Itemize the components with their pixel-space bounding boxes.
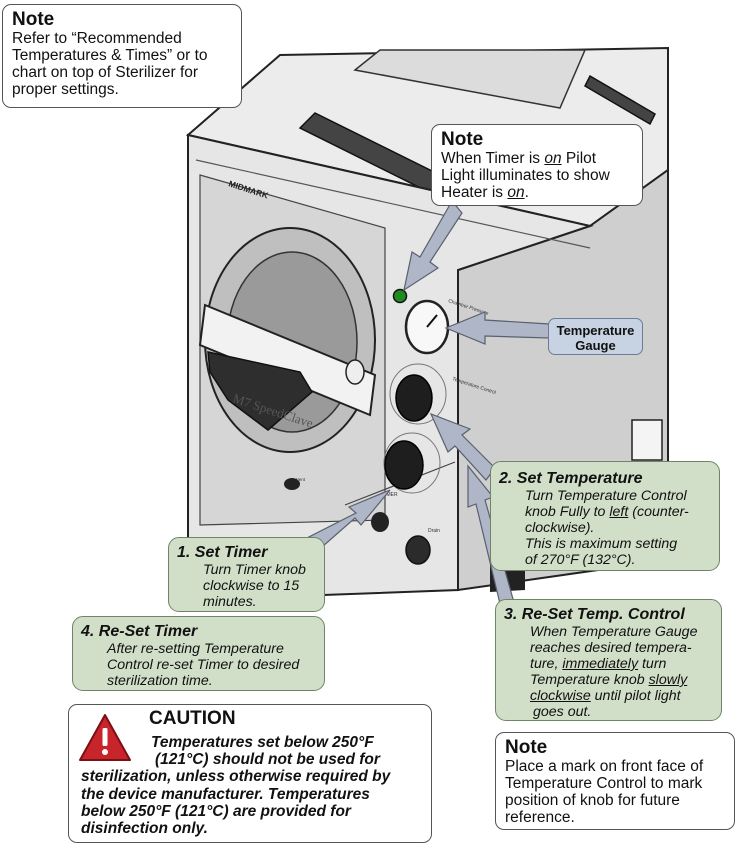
timer-dial-ring (383, 432, 441, 494)
step-line: clockwise until pilot light (530, 688, 681, 704)
step-line: Turn Temperature Control (525, 488, 687, 504)
timer-knob (384, 440, 424, 490)
step-3-reset-temp-control: 3. Re-Set Temp. Control When Temperature… (495, 599, 722, 721)
pilot-note-arrow (403, 199, 463, 292)
step-line: When Temperature Gauge (530, 624, 698, 640)
side-vent (631, 419, 663, 461)
caution-title: CAUTION (149, 708, 236, 729)
gauge-label-line: Gauge (575, 338, 616, 353)
gauge-needle (426, 314, 438, 328)
step-2-set-temperature: 2. Set Temperature Turn Temperature Cont… (490, 461, 720, 571)
step-line: Temperature knob slowly (530, 672, 688, 688)
step-line: Turn Timer knob (203, 562, 306, 578)
front-bezel-line (195, 159, 591, 249)
temperature-gauge-label: Temperature Gauge (548, 318, 643, 355)
caution-box: CAUTION Temperatures set below 250°F (12… (68, 704, 432, 843)
door-latch-bar (198, 303, 377, 417)
handle-rail-right (584, 74, 656, 126)
step-line: This is maximum setting (525, 536, 678, 552)
gauge-label-line: Temperature (556, 323, 635, 338)
step-line: Control re-set Timer to desired (107, 657, 300, 673)
step-body: When Temperature Gauge reaches desired t… (504, 624, 715, 720)
step-line: knob Fully to left (counter- (525, 504, 689, 520)
vent-knob (371, 512, 389, 532)
step-line: ture, immediately turn (530, 656, 667, 672)
drain-valve (405, 535, 431, 565)
step-title: 4. Re-Set Timer (81, 623, 198, 640)
caution-line: disinfection only. (81, 820, 208, 838)
step-line: goes out. (533, 704, 592, 720)
note-line: Temperatures & Times” or to (12, 47, 208, 64)
set-temperature-arrow (429, 412, 496, 481)
top-chart-plate (353, 49, 587, 109)
note-line: proper settings. (12, 81, 119, 98)
note-pilot-light: Note When Timer is on Pilot Light illumi… (431, 124, 643, 206)
step-line: reaches desired tempera- (530, 640, 692, 656)
warning-triangle-icon (79, 714, 131, 761)
note-bottom-right: Note Place a mark on front face of Tempe… (495, 732, 735, 830)
note-title: Note (12, 9, 55, 30)
step-body: Turn Temperature Control knob Fully to l… (499, 488, 713, 568)
step-title: 1. Set Timer (177, 544, 268, 561)
caution-line: sterilization, unless otherwise required… (81, 768, 391, 786)
step-title: 2. Set Temperature (499, 470, 643, 487)
timer-dial-caption: TIMER (382, 492, 398, 498)
step-line: clockwise to 15 (203, 578, 300, 594)
step-line: of 270°F (132°C). (525, 552, 636, 568)
step-line: minutes. (203, 594, 257, 610)
note-line: When Timer is on Pilot (441, 150, 597, 167)
temperature-control-knob (395, 374, 433, 422)
step-line: After re-setting Temperature (107, 641, 284, 657)
step-title: 3. Re-Set Temp. Control (504, 606, 685, 623)
gauge-arrow (444, 311, 550, 345)
note-line: chart on top of Sterilizer for (12, 64, 199, 81)
vent-caption: Vent (296, 477, 306, 482)
latch-hinge (345, 359, 365, 385)
note-line: Place a mark on front face of (505, 758, 704, 775)
note-line: Temperature Control to mark (505, 775, 703, 792)
pilot-light (392, 288, 408, 304)
step-1-set-timer: 1. Set Timer Turn Timer knob clockwise t… (168, 537, 325, 612)
reset-button (284, 478, 300, 490)
note-line: position of knob for future (505, 792, 680, 809)
step-body: After re-setting Temperature Control re-… (81, 641, 318, 689)
note-line: Refer to “Recommended (12, 30, 182, 47)
caution-line: Temperatures set below 250°F (151, 734, 374, 751)
drain-caption: Drain (428, 528, 440, 534)
note-line: Heater is on. (441, 184, 529, 201)
door-handle (207, 351, 313, 431)
note-top-left: Note Refer to “Recommended Temperatures … (2, 4, 242, 108)
caution-body: Temperatures set below 250°F (121°C) sho… (81, 734, 431, 837)
caution-line: the device manufacturer. Temperatures (81, 785, 370, 803)
caution-line: (121°C) should not be used for (155, 751, 380, 769)
note-title: Note (505, 737, 548, 758)
temperature-dial-ring (389, 363, 447, 425)
note-line: reference. (505, 809, 575, 826)
note-line: Light illuminates to show (441, 167, 610, 184)
step-body: Turn Timer knob clockwise to 15 minutes. (177, 562, 318, 610)
step-line: clockwise). (525, 520, 595, 536)
caution-line: below 250°F (121°C) are provided for (81, 802, 351, 820)
step-line: sterilization time. (107, 673, 213, 689)
callout-arrows (302, 199, 550, 613)
note-title: Note (441, 129, 484, 150)
step-4-reset-timer: 4. Re-Set Timer After re-setting Tempera… (72, 616, 325, 691)
